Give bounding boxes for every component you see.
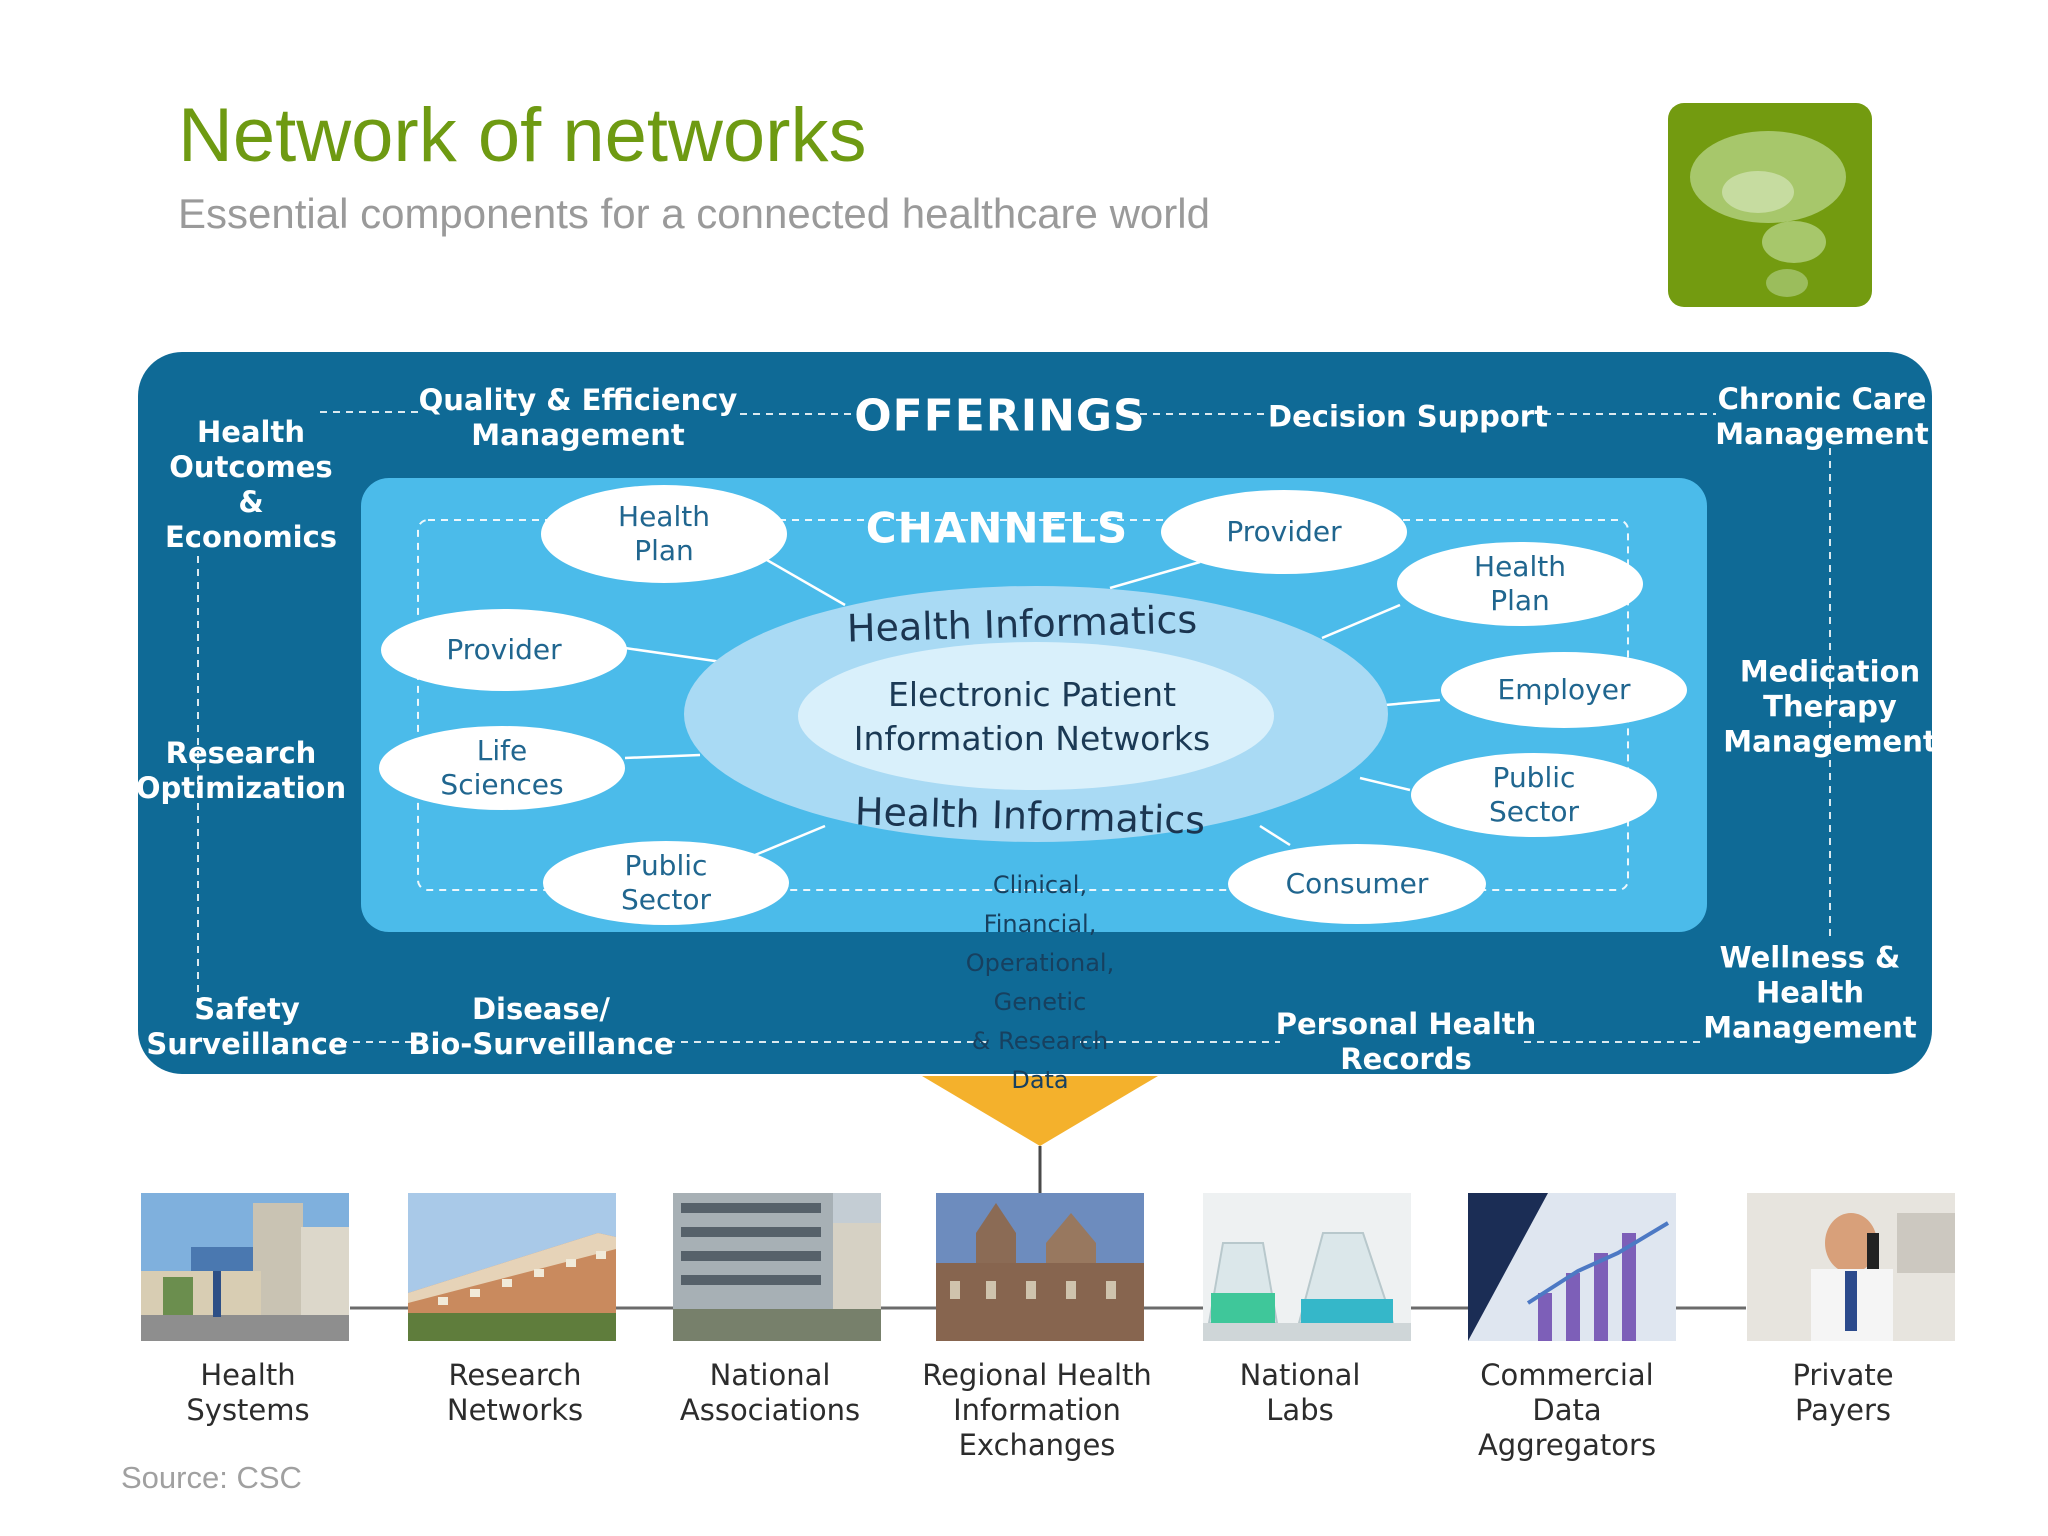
network-label-commercial-aggregators: Commercial Data Aggregators bbox=[1477, 1358, 1657, 1462]
spoke-consumer bbox=[1259, 824, 1291, 847]
offering-personal-health-records: Personal Health Records bbox=[1275, 1007, 1537, 1076]
offering-health-outcomes: Health Outcomes & Economics bbox=[164, 415, 338, 554]
health-informatics-top: Health Informatics bbox=[846, 597, 1198, 651]
logo-bubble-highlight bbox=[1722, 171, 1794, 213]
spoke-public-sector-left bbox=[754, 824, 826, 857]
source-note: Source: CSC bbox=[121, 1460, 302, 1495]
channel-health-plan-right: Health Plan bbox=[1397, 542, 1643, 626]
channel-employer: Employer bbox=[1441, 652, 1687, 728]
network-label-research-networks: Research Networks bbox=[446, 1358, 584, 1427]
speech-bubbles-logo bbox=[1668, 103, 1872, 307]
spoke-life-sciences bbox=[624, 753, 701, 760]
spoke-employer bbox=[1384, 698, 1441, 707]
network-label-private-payers: Private Payers bbox=[1792, 1358, 1894, 1427]
network-label-national-associations: National Associations bbox=[679, 1358, 861, 1427]
channel-provider-right: Provider bbox=[1161, 490, 1407, 574]
photo-national-associations bbox=[673, 1193, 881, 1341]
offering-decision-support: Decision Support bbox=[1268, 399, 1548, 434]
channel-public-sector-left: Public Sector bbox=[543, 841, 789, 925]
core-label: Electronic Patient Information Networks bbox=[853, 675, 1211, 758]
health-informatics-bottom: Health Informatics bbox=[854, 789, 1206, 843]
offering-wellness-health: Wellness & Health Management bbox=[1703, 940, 1917, 1045]
spoke-provider-left bbox=[624, 646, 723, 664]
photo-private-payers bbox=[1747, 1193, 1955, 1341]
offering-quality-efficiency: Quality & Efficiency Management bbox=[418, 383, 738, 452]
offering-bio-surveillance: Disease/ Bio-Surveillance bbox=[408, 992, 674, 1061]
data-flow-label: Clinical, Financial, Operational, Geneti… bbox=[965, 871, 1115, 1094]
channel-health-plan-left: Health Plan bbox=[541, 485, 787, 583]
network-label-national-labs: National Labs bbox=[1239, 1358, 1361, 1427]
network-label-health-systems: Health Systems bbox=[186, 1358, 310, 1427]
photo-regional-exchanges bbox=[936, 1193, 1144, 1341]
spoke-health-plan-left bbox=[759, 554, 846, 607]
spoke-health-plan-right bbox=[1321, 603, 1401, 640]
core-center bbox=[798, 642, 1274, 790]
network-label-regional-exchanges: Regional Health Information Exchanges bbox=[922, 1358, 1152, 1462]
logo-bubble-small bbox=[1766, 269, 1808, 297]
photo-national-labs bbox=[1203, 1193, 1411, 1341]
channel-public-sector-right: Public Sector bbox=[1411, 753, 1657, 837]
slide-subtitle: Essential components for a connected hea… bbox=[178, 190, 1210, 237]
offering-research-optimization: Research Optimization bbox=[135, 736, 347, 805]
offering-safety-surveillance: Safety Surveillance bbox=[146, 992, 348, 1061]
spoke-provider-right bbox=[1109, 560, 1201, 590]
logo-bubble-medium bbox=[1762, 221, 1826, 263]
channel-life-sciences: Life Sciences bbox=[379, 726, 625, 810]
data-funnel bbox=[922, 1076, 1158, 1146]
spoke-public-sector-right bbox=[1359, 776, 1411, 792]
photo-health-systems bbox=[141, 1193, 349, 1341]
channels-heading: CHANNELS bbox=[865, 503, 1129, 553]
photo-commercial-aggregators bbox=[1468, 1193, 1676, 1341]
slide-title: Network of networks bbox=[178, 93, 867, 178]
photo-research-networks bbox=[408, 1193, 616, 1341]
channel-consumer: Consumer bbox=[1228, 844, 1486, 924]
channel-provider-left: Provider bbox=[381, 609, 627, 691]
offering-chronic-care: Chronic Care Management bbox=[1715, 382, 1929, 451]
offering-medication-therapy: Medication Therapy Management bbox=[1723, 654, 1937, 759]
offerings-heading: OFFERINGS bbox=[854, 390, 1146, 442]
